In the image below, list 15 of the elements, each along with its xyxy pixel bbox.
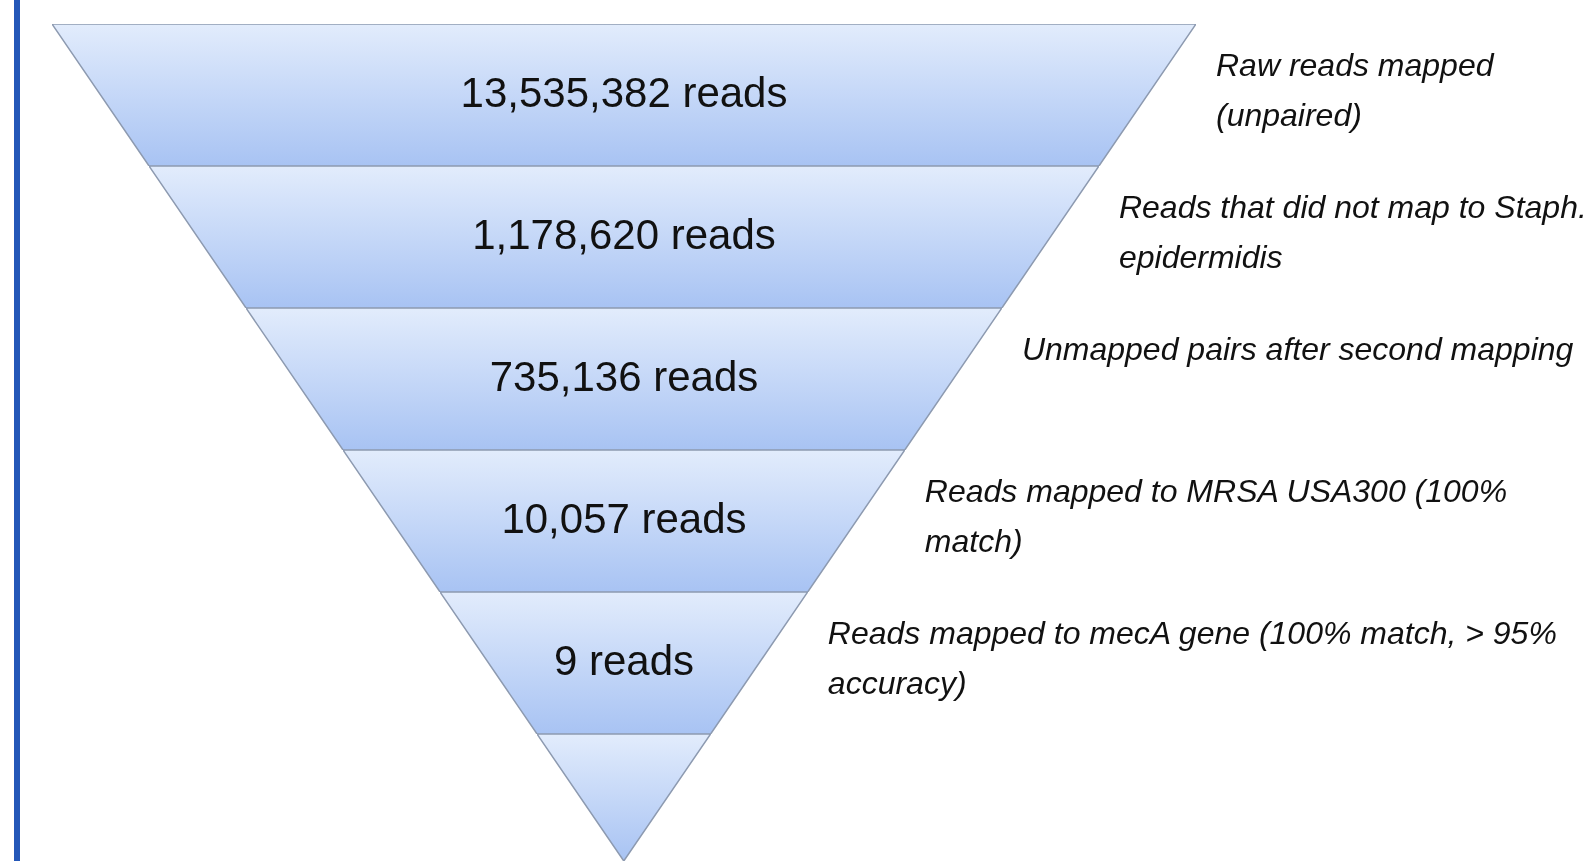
read-count: 735,136 reads	[488, 353, 760, 401]
step-description: Reads that did not map to Staph. epidermidis	[1118, 188, 1588, 277]
step-description: Reads mapped to mecA gene (100% match, > 95% accuracy)	[827, 614, 1558, 703]
funnel-band	[52, 24, 1196, 166]
step-description: Unmapped pairs after second mapping	[1021, 330, 1575, 369]
read-count: 13,535,382 reads	[459, 69, 789, 117]
step-description: Raw reads mapped (unpaired)	[1216, 46, 1496, 135]
funnel-band	[149, 166, 1099, 308]
funnel-tip	[537, 734, 711, 861]
read-count: 1,178,620 reads	[471, 211, 777, 259]
read-count: 9 reads	[552, 637, 696, 685]
step-description: Reads mapped to MRSA USA300 (100% match)	[924, 472, 1509, 561]
funnel-band	[246, 308, 1002, 450]
funnel-band	[343, 450, 905, 592]
read-count: 10,057 reads	[500, 495, 748, 543]
